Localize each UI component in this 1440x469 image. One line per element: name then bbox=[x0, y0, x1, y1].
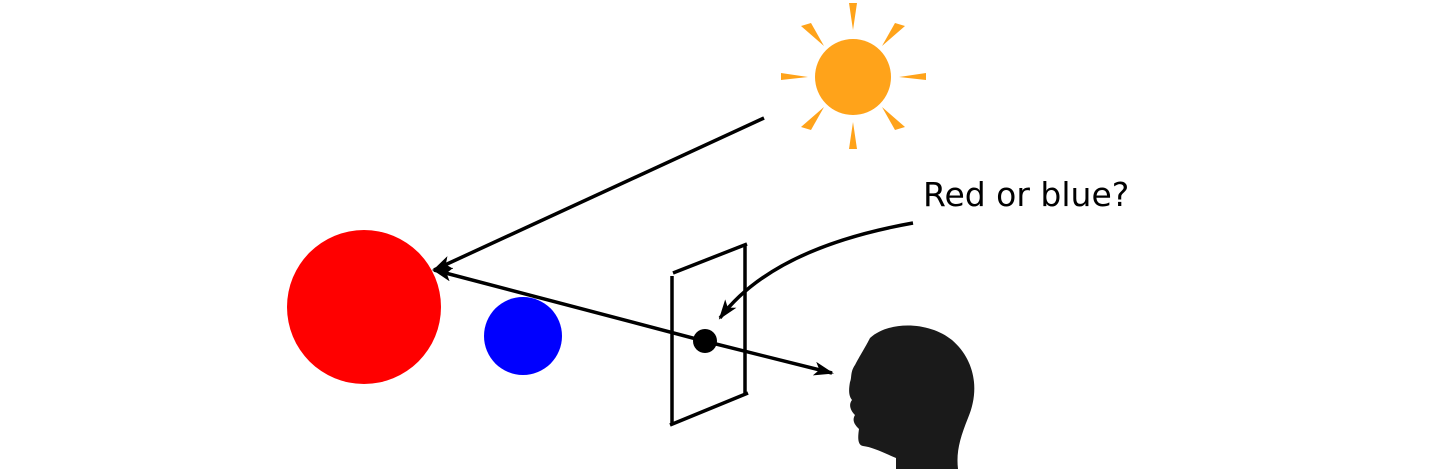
question-pointer-arrow bbox=[718, 221, 914, 320]
view-ray-to-eye bbox=[703, 339, 834, 376]
red-sphere bbox=[287, 230, 441, 384]
image-plane-frame bbox=[669, 242, 749, 427]
head-silhouette-icon bbox=[849, 325, 975, 469]
view-ray-to-object bbox=[432, 267, 705, 343]
sun-rays bbox=[781, 3, 926, 149]
sun-icon bbox=[781, 3, 926, 149]
light-ray-arrow bbox=[432, 116, 765, 272]
question-label: Red or blue? bbox=[923, 175, 1129, 214]
pixel-dot bbox=[693, 329, 717, 353]
sun-disc bbox=[815, 39, 891, 115]
blue-sphere bbox=[484, 297, 562, 375]
